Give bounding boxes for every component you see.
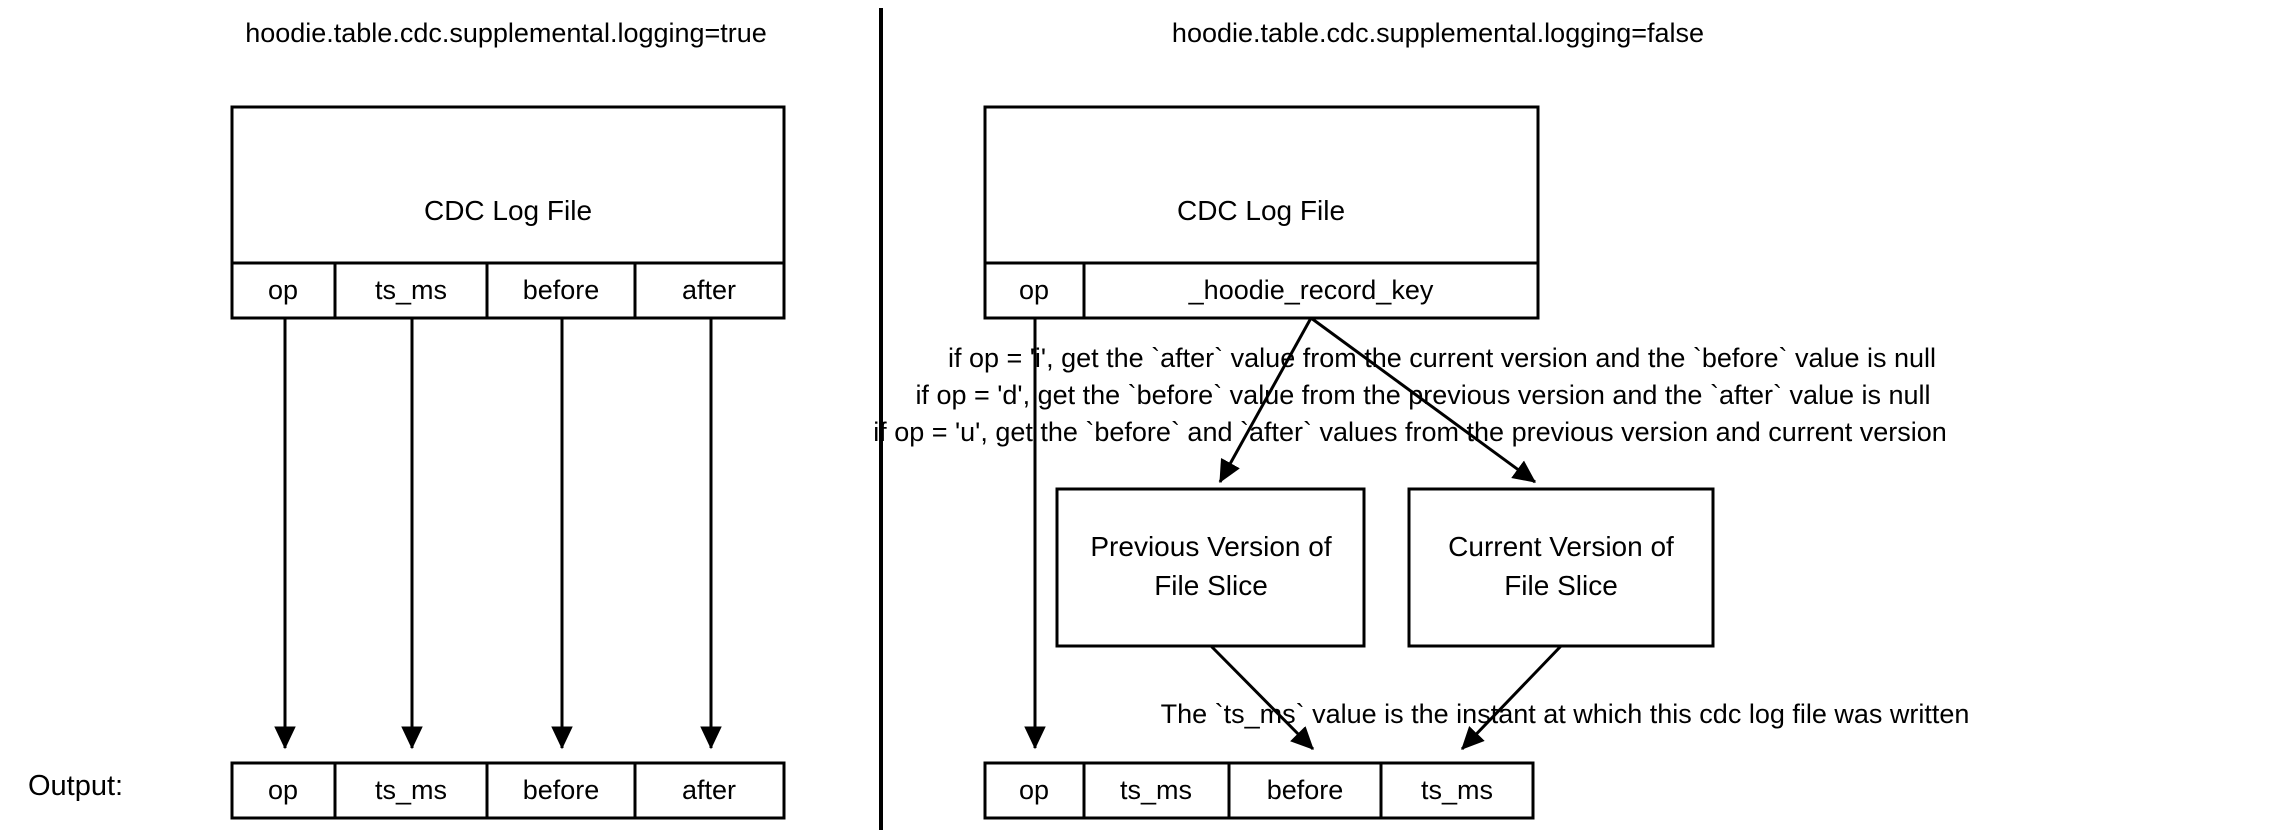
left-source-cell-op-label: op — [268, 275, 298, 305]
left-source-cell-ts-ms — [333, 261, 489, 320]
current-version-file-slice-label-line1: Current Version of — [1448, 531, 1674, 562]
current-version-to-ts-ms-arrow — [1460, 644, 1563, 751]
left-output-cell-after — [633, 761, 786, 820]
right-output-cell-ts-ms-1-label: ts_ms — [1120, 775, 1192, 805]
previous-version-file-slice-box — [1055, 487, 1366, 648]
right-source-cell-hoodie-record-key-label: _hoodie_record_key — [1188, 275, 1434, 305]
right-output-cell-op-label: op — [1019, 775, 1049, 805]
right-flow-arrow-to-current-version — [1310, 316, 1536, 484]
left-output-cell-before-label: before — [523, 775, 600, 805]
right-note-line-delete: if op = 'd', get the `before` value from… — [915, 380, 1930, 410]
right-cdc-log-file-label: CDC Log File — [1177, 195, 1345, 226]
right-output-cell-op — [983, 761, 1086, 820]
left-output-cell-op — [230, 761, 337, 820]
left-cdc-log-file-label: CDC Log File — [424, 195, 592, 226]
left-source-cell-after-label: after — [682, 275, 736, 305]
left-output-cell-before — [485, 761, 637, 820]
right-panel-title: hoodie.table.cdc.supplemental.logging=fa… — [1172, 18, 1704, 48]
current-version-file-slice-label-line2: File Slice — [1504, 570, 1618, 601]
current-version-file-slice-box — [1407, 487, 1715, 648]
right-output-cell-before-label: before — [1267, 775, 1344, 805]
left-panel-title: hoodie.table.cdc.supplemental.logging=tr… — [245, 18, 767, 48]
left-source-cell-before-label: before — [523, 275, 600, 305]
right-output-cell-before — [1227, 761, 1383, 820]
right-ts-ms-note: The `ts_ms` value is the instant at whic… — [1161, 699, 1970, 729]
left-cdc-log-file-box — [230, 105, 786, 269]
left-output-label: Output: — [28, 770, 123, 802]
left-source-cell-ts-ms-label: ts_ms — [375, 275, 447, 305]
right-note-line-update: if op = 'u', get the `before` and `after… — [873, 417, 1947, 447]
right-output-cell-ts-ms-2 — [1379, 761, 1535, 820]
left-output-cell-ts-ms-label: ts_ms — [375, 775, 447, 805]
right-source-cell-hoodie-record-key — [1082, 261, 1540, 320]
previous-version-file-slice-label-line1: Previous Version of — [1090, 531, 1331, 562]
previous-version-file-slice-label-line2: File Slice — [1154, 570, 1268, 601]
previous-version-to-before-arrow — [1209, 644, 1315, 751]
right-cdc-log-file-box — [983, 105, 1540, 269]
right-note-line-insert: if op = 'i', get the `after` value from … — [948, 343, 1936, 373]
right-source-cell-op-label: op — [1019, 275, 1049, 305]
left-output-cell-op-label: op — [268, 775, 298, 805]
right-flow-arrow-to-previous-version — [1218, 317, 1313, 484]
left-output-cell-after-label: after — [682, 775, 736, 805]
right-output-cell-ts-ms-2-label: ts_ms — [1421, 775, 1493, 805]
right-output-cell-ts-ms-1 — [1082, 761, 1231, 820]
